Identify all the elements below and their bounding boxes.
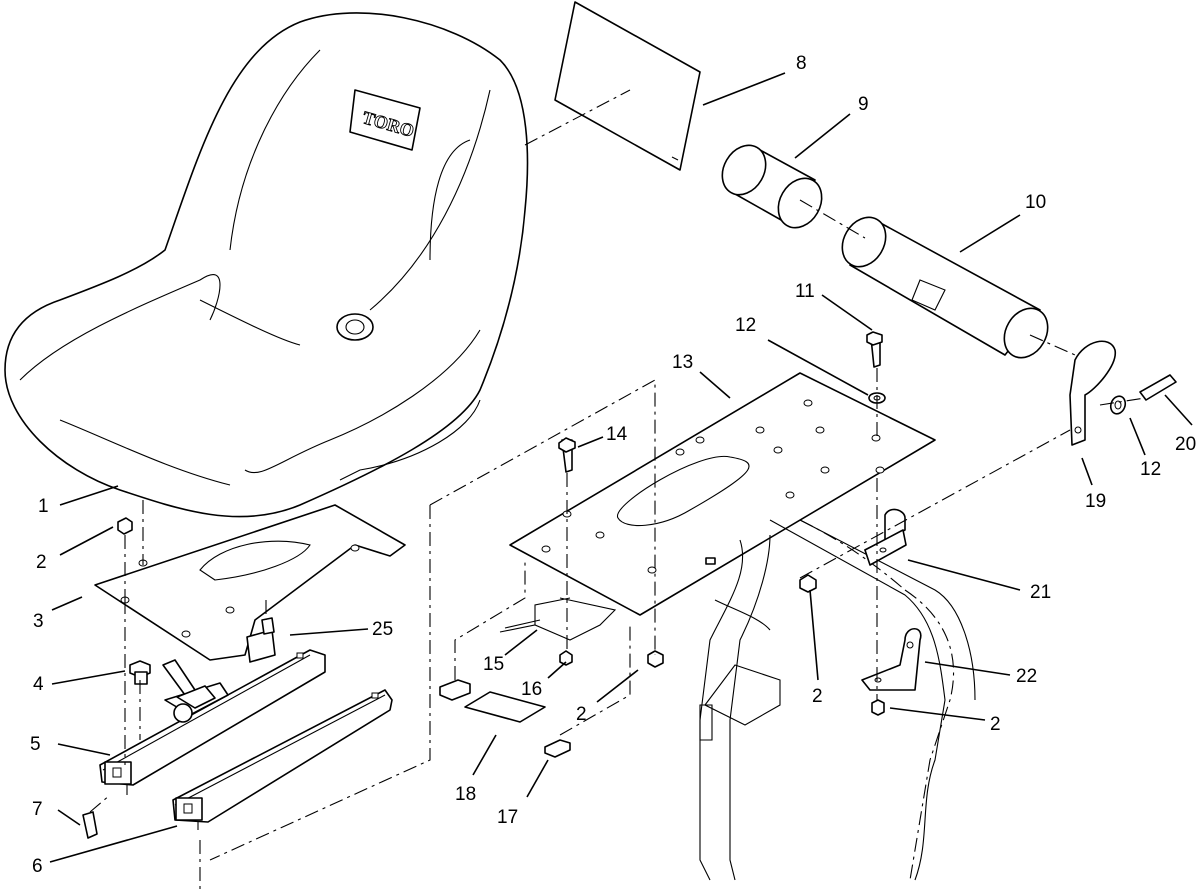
seat-base-plate xyxy=(509,372,936,616)
seat: TORO xyxy=(4,12,529,518)
plate-hardware xyxy=(558,331,886,716)
callout-15: 15 xyxy=(483,654,504,675)
manual-tube xyxy=(841,216,1049,359)
assembly-lines xyxy=(89,89,1146,889)
callout-21: 21 xyxy=(1030,582,1051,603)
callout-12-left: 12 xyxy=(735,315,756,336)
seat-adjuster-lever xyxy=(162,659,229,723)
manual-tube-cap xyxy=(721,144,823,229)
callout-2-bottom: 2 xyxy=(990,714,1001,735)
nut-16 xyxy=(559,650,573,666)
bracket-22 xyxy=(861,627,922,691)
toro-logo-badge xyxy=(349,89,421,151)
pad-17-right xyxy=(544,739,571,758)
seat-latch xyxy=(246,617,276,663)
seat-mount-plate xyxy=(94,504,406,661)
callout-labels: 1 2 3 4 5 7 6 25 8 9 10 11 12 13 14 15 1… xyxy=(30,53,1196,877)
callout-1: 1 xyxy=(38,496,49,517)
pad-18 xyxy=(464,691,546,723)
decal xyxy=(554,1,701,171)
seat-hardware xyxy=(82,517,151,839)
callout-2-center: 2 xyxy=(576,704,587,725)
callout-14: 14 xyxy=(606,424,628,445)
callout-16: 16 xyxy=(521,679,542,700)
bolt-7 xyxy=(82,811,98,839)
clamp-hardware xyxy=(1109,374,1177,415)
callout-13: 13 xyxy=(672,352,693,373)
pads xyxy=(439,679,571,758)
callout-11: 11 xyxy=(795,281,815,302)
bracket-21 xyxy=(864,508,907,566)
frame xyxy=(699,519,976,881)
callout-5: 5 xyxy=(30,734,41,755)
p-clamp xyxy=(1069,340,1116,446)
callout-20: 20 xyxy=(1175,434,1196,455)
callout-17: 17 xyxy=(497,807,518,828)
callout-3: 3 xyxy=(33,611,44,632)
leader-lines xyxy=(49,72,1193,863)
callout-9: 9 xyxy=(858,94,869,115)
callout-2-frame: 2 xyxy=(812,686,823,707)
callout-18: 18 xyxy=(455,784,476,805)
seat-switch-bracket xyxy=(499,597,617,641)
pad-17-left xyxy=(439,679,471,701)
callout-4: 4 xyxy=(33,674,44,695)
callout-7: 7 xyxy=(32,799,43,820)
callout-2: 2 xyxy=(36,552,47,573)
nut-2d xyxy=(871,699,885,716)
nut-2a xyxy=(117,517,133,535)
nut-2c xyxy=(799,574,817,593)
callout-8: 8 xyxy=(796,53,807,74)
callout-10: 10 xyxy=(1025,192,1046,213)
callout-12-right: 12 xyxy=(1140,459,1161,480)
callout-22: 22 xyxy=(1016,666,1037,687)
seat-rail-right xyxy=(172,689,393,830)
nut-2b xyxy=(647,650,664,668)
callout-25: 25 xyxy=(372,619,393,640)
callout-19: 19 xyxy=(1085,491,1106,512)
seat-rail-left xyxy=(99,649,326,795)
callout-6: 6 xyxy=(32,856,43,877)
bolt-20 xyxy=(1139,374,1177,401)
